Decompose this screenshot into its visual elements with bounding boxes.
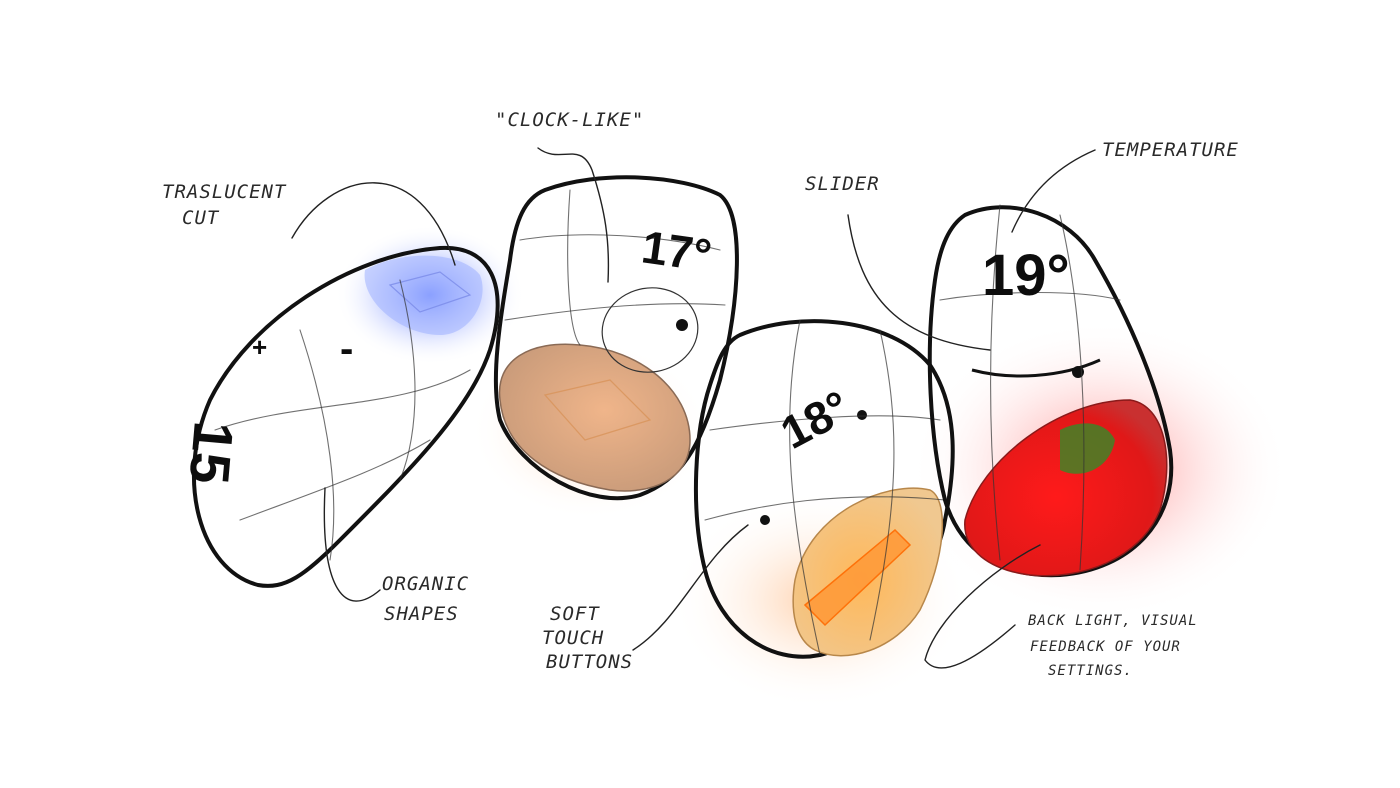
leader-temperature [1011,149,1096,233]
device-17: 17° [493,175,739,501]
translucent-cut [364,255,483,335]
label-organic-2: SHAPES [384,603,459,625]
label-soft-1: SOFT [550,603,600,625]
device-17-temp: 17° [639,220,715,281]
leader-organic [323,487,381,602]
label-clock-like: "CLOCK-LIKE" [495,109,644,131]
device-19: 19° [927,204,1174,578]
leader-back-light [924,544,1041,669]
device-15-minus: - [340,327,353,371]
label-back-light-3: SETTINGS. [1048,663,1133,679]
label-temperature: TEMPERATURE [1102,139,1239,161]
label-slider: SLIDER [805,173,880,195]
leader-clock [537,147,610,283]
device-19-temp: 19° [982,243,1070,308]
device-18-temp: 18° [772,380,858,459]
leader-soft-touch [632,524,749,651]
green-accent [1060,423,1115,474]
label-back-light-2: FEEDBACK OF YOUR [1030,639,1181,655]
label-translucent-2: CUT [182,207,220,229]
svg-text:+: + [252,332,267,362]
device-15-temp: 15 [178,419,246,487]
leader-slider [847,214,991,351]
label-organic-1: ORGANIC [382,573,469,595]
leader-translucent [291,182,456,266]
label-back-light-1: BACK LIGHT, VISUAL [1028,613,1198,629]
label-soft-2: TOUCH [542,627,604,649]
label-translucent-1: TRASLUCENT [162,181,287,203]
device-15: 15 - + [178,245,500,588]
label-soft-3: BUTTONS [546,651,633,673]
